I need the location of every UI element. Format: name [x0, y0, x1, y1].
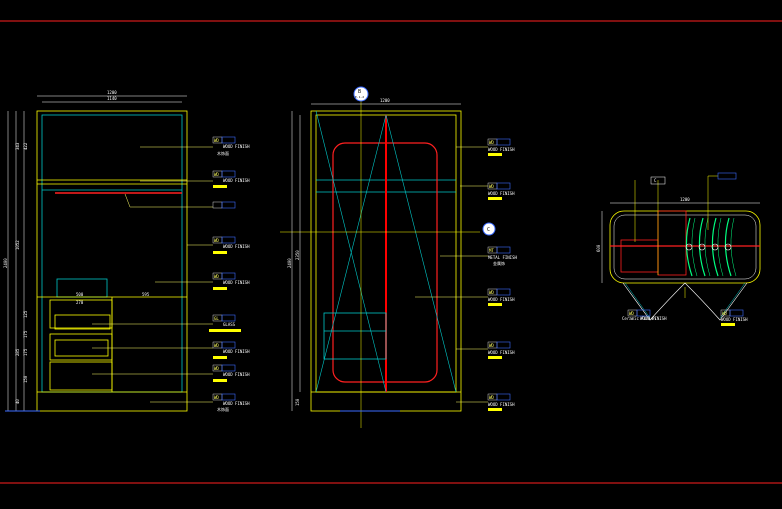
right-plan	[601, 172, 761, 321]
middle-section-mid-label: C	[487, 227, 490, 233]
left-tag-2-text: WOOD FINISH	[223, 178, 250, 183]
middle-tag-6-text: WOOD FINISH	[488, 402, 515, 407]
left-tag-2-code: WD	[214, 172, 219, 177]
left-dim-v-3: 1052	[15, 240, 20, 250]
right-tag-2-code: WD	[722, 311, 727, 316]
middle-tag-6-code: WD	[489, 395, 494, 400]
right-tag-1-code: WD	[629, 311, 634, 316]
middle-section-top-label: B	[358, 89, 361, 95]
middle-tag-2-code: WD	[489, 184, 494, 189]
hanger-1	[685, 217, 693, 277]
left-dim-drawer-3: 595	[142, 292, 150, 297]
left-tag-6-code: GL	[214, 316, 219, 321]
left-tag-3	[212, 201, 236, 209]
left-elevation	[5, 95, 188, 412]
left-tag-8-code: WD	[214, 366, 219, 371]
middle-dim-top: 1200	[380, 98, 390, 103]
middle-tag-3-code: MT	[489, 248, 494, 253]
left-cabinet-outline	[36, 110, 188, 412]
left-tag-8: WD WOOD FINISH	[212, 364, 250, 382]
left-dim-v-2: 422	[23, 142, 28, 150]
right-dim-top: 1200	[680, 197, 690, 202]
left-dim-v-10: 40	[15, 399, 20, 404]
left-tag-5-text: WOOD FINISH	[223, 280, 250, 285]
left-tag-4-code: WD	[214, 238, 219, 243]
middle-tag-6: WD WOOD FINISH	[487, 393, 515, 411]
left-tag-4: WD WOOD FINISH	[212, 236, 250, 254]
right-tag-1: WOOD FINISH Ceramic Finish	[622, 309, 667, 321]
right-tag-2-text: WOOD FINISH	[721, 317, 748, 322]
left-dim-v-7: 175	[23, 348, 28, 356]
middle-dim-v-1: 2400	[287, 258, 292, 268]
middle-tag-3-sub: 金属饰	[493, 260, 505, 266]
left-tag-5-code: WD	[214, 274, 219, 279]
middle-tag-3: MT METAL FINISH 金属饰	[487, 246, 517, 266]
left-dim-v-9: 150	[23, 375, 28, 383]
middle-tag-2: WD WOOD FINISH	[487, 182, 515, 200]
middle-tag-5-code: WD	[489, 343, 494, 348]
middle-tag-4-code: WD	[489, 290, 494, 295]
left-dim-drawer-1: 500	[76, 292, 84, 297]
right-tag-2: WD WOOD FINISH	[720, 309, 748, 326]
left-tag-9-sub: 木饰面	[217, 406, 229, 412]
left-tag-1-text: WOOD FINISH	[223, 144, 250, 149]
left-tag-7-code: WD	[214, 343, 219, 348]
middle-tag-1-text: WOOD FINISH	[488, 147, 515, 152]
left-tag-8-text: WOOD FINISH	[223, 372, 250, 377]
right-section-label: C	[654, 178, 657, 183]
middle-tag-3-text: METAL FINISH	[488, 255, 517, 260]
middle-dim-v-3: 150	[295, 398, 300, 406]
middle-tag-5: WD WOOD FINISH	[487, 341, 515, 359]
left-dim-v-5: 125	[23, 310, 28, 318]
right-tag-1-text: WOOD FINISH	[640, 316, 667, 321]
middle-elevation	[280, 95, 480, 428]
left-tag-2: WD WOOD FINISH	[212, 170, 250, 188]
left-tag-9-code: WD	[214, 395, 219, 400]
left-dim-v-6: 175	[23, 330, 28, 338]
middle-section-marker-mid: C	[482, 222, 496, 236]
left-dim-v-1: 343	[15, 142, 20, 150]
door-swing-right	[684, 282, 748, 321]
left-tag-5: WD WOOD FINISH	[212, 272, 250, 290]
middle-section-marker-top: B E-1-2	[353, 86, 369, 102]
middle-tag-4: WD WOOD FINISH	[487, 288, 515, 306]
middle-tag-4-text: WOOD FINISH	[488, 297, 515, 302]
left-dim-top-1: 1200	[107, 90, 117, 95]
left-tag-6: GL GLASS	[209, 314, 241, 332]
door-swing-left	[622, 282, 686, 321]
middle-dim-v-2: 2350	[295, 250, 300, 260]
hanger-2	[698, 217, 706, 277]
left-tag-9: WD WOOD FINISH 木饰面	[212, 393, 250, 412]
left-dim-v-4: 2400	[3, 258, 8, 268]
left-drawer-3	[49, 361, 113, 391]
middle-tag-2-text: WOOD FINISH	[488, 191, 515, 196]
left-tag-4-text: WOOD FINISH	[223, 244, 250, 249]
right-dim-left: 600	[596, 244, 601, 252]
left-tag-7: WD WOOD FINISH	[212, 341, 250, 359]
left-dim-v-8: 285	[15, 348, 20, 356]
left-dim-drawer-2: 270	[76, 300, 84, 305]
middle-tag-1-code: WD	[489, 140, 494, 145]
left-tag-1-code: WD	[214, 138, 219, 143]
left-tag-6-text: GLASS	[223, 322, 236, 327]
hanger-3	[711, 217, 719, 277]
left-dim-top-2: 1140	[107, 96, 117, 101]
left-tag-9-text: WOOD FINISH	[223, 401, 250, 406]
right-tag-1-sub: Ceramic Finish	[622, 316, 656, 321]
middle-tag-1: WD WOOD FINISH	[487, 138, 515, 156]
left-tag-1: WD WOOD FINISH 木饰面	[212, 136, 250, 156]
hanger-4	[724, 217, 732, 277]
left-tag-1-sub: 木饰面	[217, 150, 229, 156]
middle-tag-5-text: WOOD FINISH	[488, 350, 515, 355]
left-tag-7-text: WOOD FINISH	[223, 349, 250, 354]
middle-section-top-sub: E-1-2	[355, 95, 364, 99]
